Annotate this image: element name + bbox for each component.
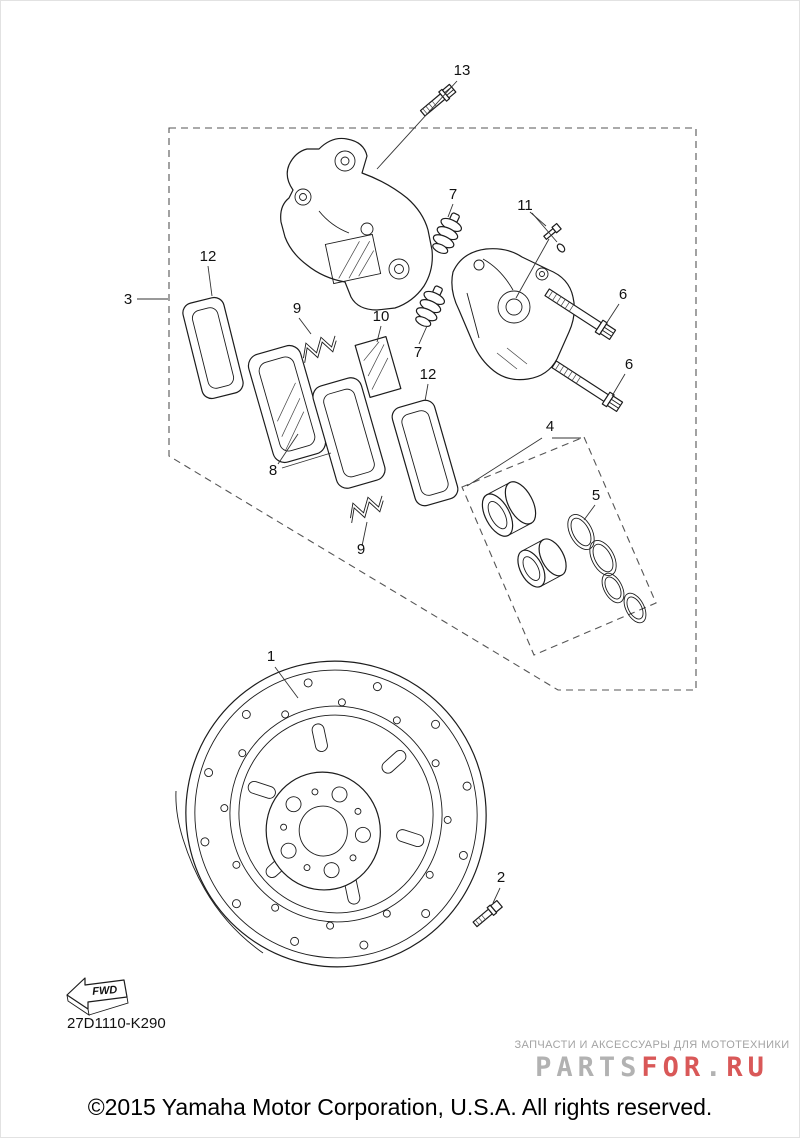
mount-bolt-13 [419,83,457,117]
brake-pad-8-front [247,344,327,464]
caliper-bracket [280,137,433,311]
pad-spring-9-lower [350,495,384,524]
callout-label-9-lower: 9 [357,541,365,558]
callout-label-8: 8 [269,462,277,479]
pad-shim-10 [354,336,402,398]
footer-copyright: ©2015 Yamaha Motor Corporation, U.S.A. A… [87,1094,713,1120]
disc-bolt-2 [472,899,503,928]
watermark-logo-segment: FOR [641,1052,706,1083]
brake-pad-12-left [182,296,244,400]
callout-label-10: 10 [373,308,390,325]
callout-label-6-upper: 6 [619,286,627,303]
watermark-logo: PARTSFOR.RU [509,1052,795,1083]
callout-labels: 13 7 11 12 3 9 10 7 6 6 12 4 8 5 9 1 2 [124,62,633,886]
boot-7-lower [415,285,446,328]
callout-label-7-lower: 7 [414,344,422,361]
callout-label-11: 11 [517,197,533,214]
callout-label-9-upper: 9 [293,300,301,317]
callout-label-6-lower: 6 [625,356,633,373]
disc-hub [265,771,381,891]
seal-ring-5d [623,592,647,624]
callout-label-7-upper: 7 [449,186,457,203]
piston-4-front [481,481,537,537]
brake-pad-8-rear [312,377,386,489]
caliper-body [451,248,575,381]
callout-label-13: 13 [454,62,471,79]
watermark-tagline: ЗАПЧАСТИ И АКСЕССУАРЫ ДЛЯ МОТОТЕХНИКИ [514,1039,790,1051]
brake-disc-1 [185,660,487,968]
diagram-code: 27D1110-K290 [67,1015,166,1032]
assembly-boundary [168,127,697,691]
callout-label-5: 5 [592,487,600,504]
leader-lines [137,80,626,904]
piston-kit-boundary [461,436,657,656]
fwd-arrow: FWD [66,977,129,1016]
seal-ring-5b [589,539,617,577]
callout-label-2: 2 [497,869,505,886]
pad-spring-9-upper [303,335,337,364]
brake-pad-12-right [391,399,459,507]
callout-label-12-right: 12 [420,366,437,383]
watermark-logo-segment: . [705,1052,727,1083]
watermark-logo-segment: RU [726,1052,769,1083]
piston-4-rear [517,538,567,588]
bleed-cap-11 [556,243,566,253]
flange-bolt-6-upper [544,288,617,340]
boot-7-upper [432,212,463,255]
fwd-label: FWD [92,984,118,998]
callout-label-4: 4 [546,418,554,435]
callout-label-3: 3 [124,291,132,308]
flange-bolt-6-lower [551,360,624,412]
callout-label-1: 1 [267,648,275,665]
disc-edge-line [175,790,264,954]
watermark-logo-segment: PARTS [535,1052,642,1083]
seal-ring-5c [601,572,625,604]
callout-label-12-left: 12 [200,248,217,265]
